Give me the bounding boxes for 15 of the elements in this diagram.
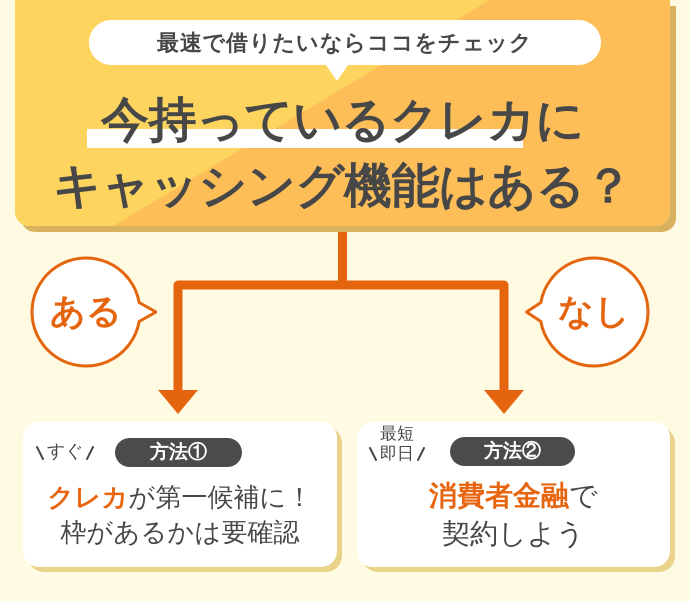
method-text: クレカが第一候補に！枠があるかは要確認 xyxy=(46,481,314,549)
answer-bubble xyxy=(525,255,652,369)
answer-text: ある xyxy=(50,291,122,333)
method-badge: 方法② xyxy=(450,437,575,466)
method-badge: 方法① xyxy=(115,438,242,467)
method-card xyxy=(357,422,670,567)
question-panel xyxy=(15,0,670,226)
emphasis-text: すぐ xyxy=(47,440,83,463)
answer-text: なし xyxy=(558,291,630,333)
method-text: 消費者金融で契約しよう xyxy=(428,479,599,551)
bubble-text: 最速で借りたいならココをチェック xyxy=(157,28,533,56)
answer-bubble xyxy=(29,255,157,369)
emphasis-text: 最短即日 xyxy=(380,424,414,464)
speech-bubble xyxy=(89,20,601,82)
method-card xyxy=(23,422,337,567)
